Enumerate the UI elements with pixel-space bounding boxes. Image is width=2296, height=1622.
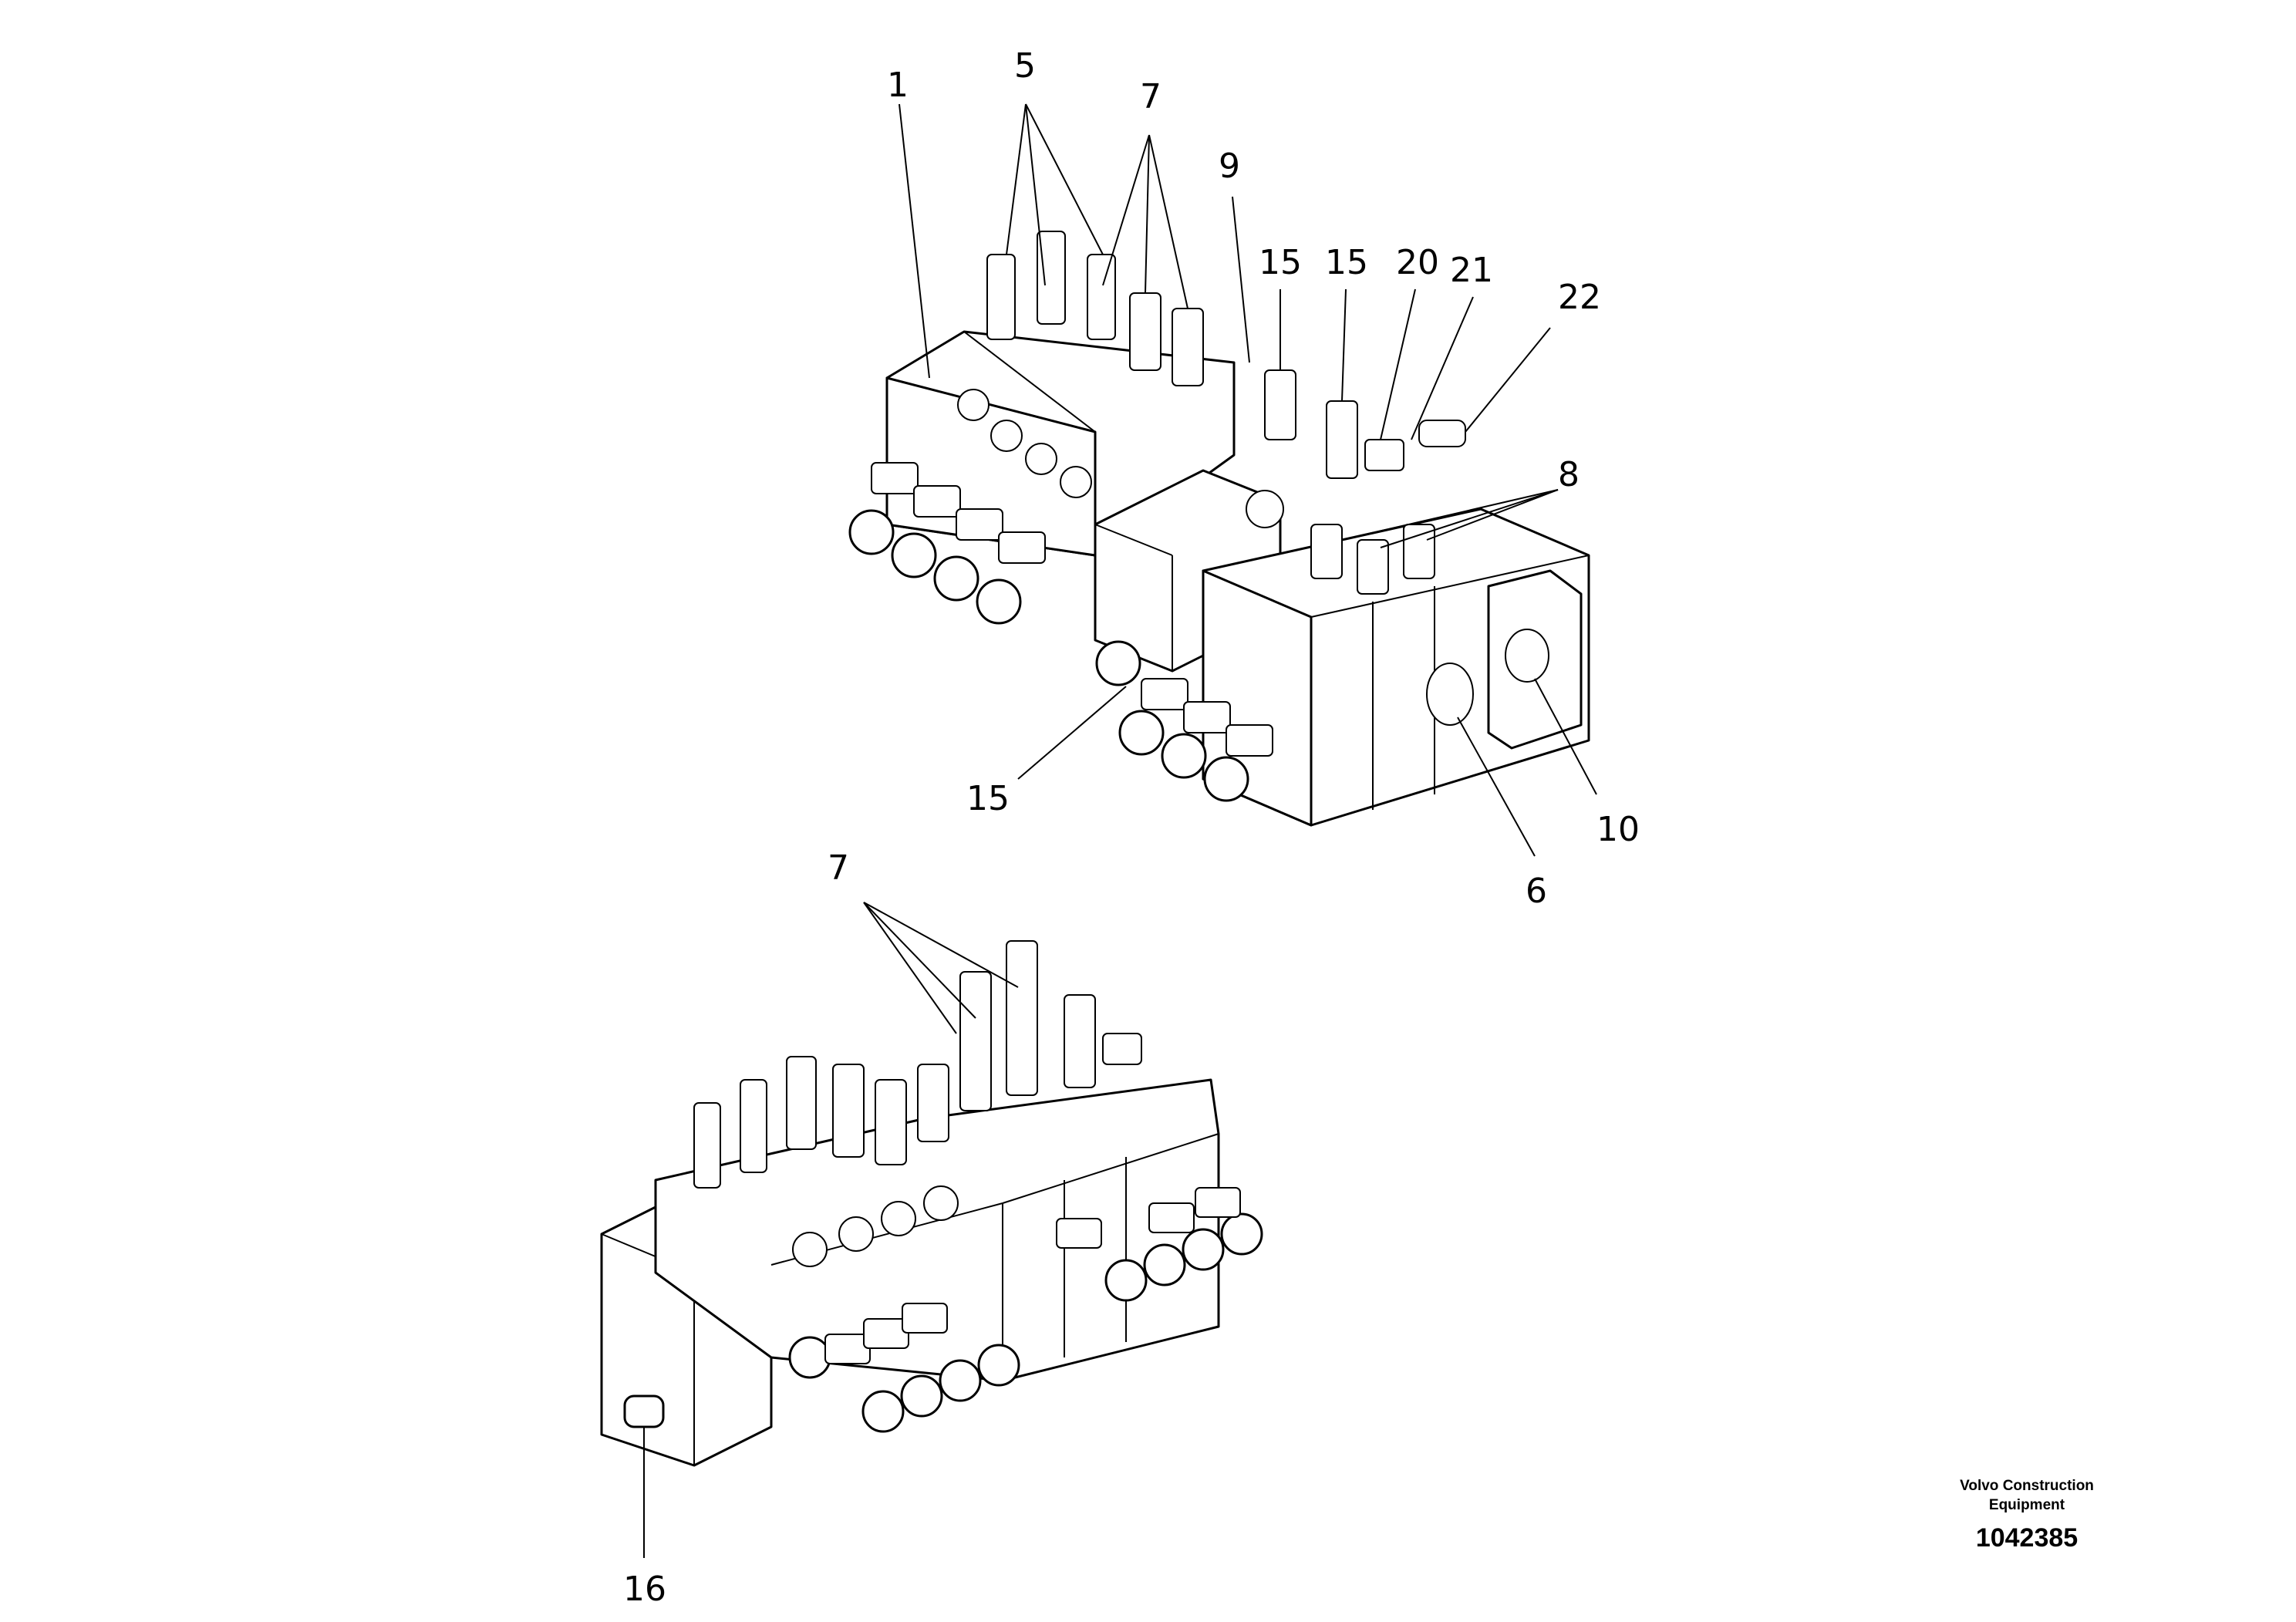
callout-1: 1 [887,66,909,105]
fittings-lower-top [693,940,1142,1267]
callout-20: 20 [1396,243,1439,282]
fittings-top-right [1246,369,1466,595]
callout-9: 9 [1219,147,1240,186]
brand-line-1: Volvo Construction [1960,1478,2094,1494]
plug-fitting [623,1394,665,1428]
callout-15-b: 15 [1325,243,1368,282]
callout-21: 21 [1450,251,1493,290]
callout-15-c: 15 [966,779,1010,818]
callout-10: 10 [1596,810,1640,849]
drawing-number: 1042385 [1976,1523,2078,1553]
upper-valve-assembly [848,231,1590,827]
callout-16: 16 [623,1570,666,1609]
leader-lines [643,103,1597,1558]
callout-22: 22 [1558,278,1601,317]
callout-8: 8 [1558,455,1580,494]
title-block: Volvo Construction Equipment 1042385 [1960,1478,2094,1553]
callout-7-lower: 7 [828,848,849,888]
callout-15-a: 15 [1259,243,1302,282]
spool-caps-left [848,462,1046,625]
brand-line-2: Equipment [1989,1497,2065,1513]
fittings-top-left [957,231,1204,498]
spool-caps-right [1095,640,1273,802]
callout-7-upper: 7 [1140,77,1161,116]
callout-6: 6 [1526,872,1547,911]
callout-5: 5 [1014,46,1036,86]
spool-caps-lower [788,1187,1263,1433]
lower-valve-assembly [600,940,1263,1467]
callout-labels: 1 5 7 9 15 15 20 21 22 8 15 10 6 7 16 [623,46,1640,1609]
